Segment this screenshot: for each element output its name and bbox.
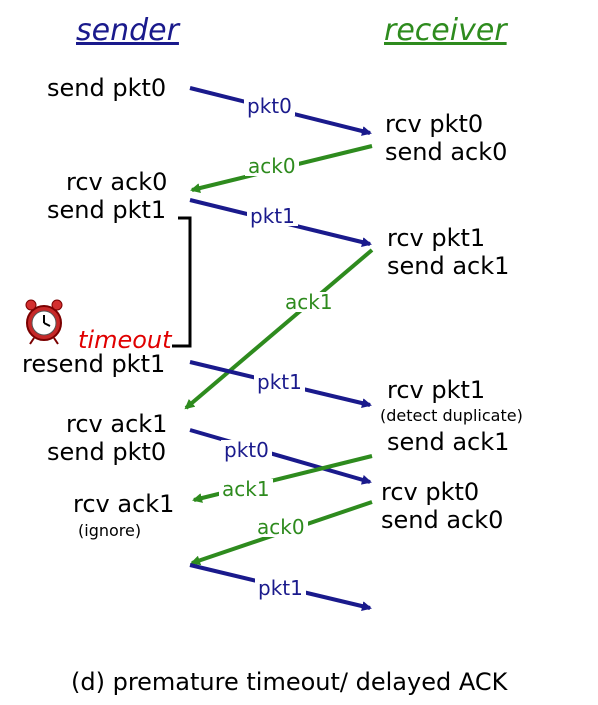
- receiver-rcv-pkt0: rcv pkt0: [385, 110, 484, 138]
- sender-rcv-ack0: rcv ack0: [66, 168, 168, 196]
- msg-label-pkt0: pkt0: [244, 96, 295, 116]
- sender-rcv-ack1: rcv ack1: [66, 410, 168, 438]
- sender-timeout: timeout: [78, 326, 172, 354]
- msg-label-ack0: ack0: [245, 156, 299, 176]
- receiver-send-ack0: send ack0: [385, 138, 508, 166]
- msg-label-ack1-2: ack1: [219, 479, 273, 499]
- receiver-rcv-pkt1: rcv pkt1: [387, 224, 486, 252]
- msg-label-pkt1-3: pkt1: [255, 578, 306, 598]
- receiver-send-ack0-2: send ack0: [381, 506, 504, 534]
- timeout-bracket: [172, 216, 192, 348]
- arrow-ack1-1: [184, 248, 374, 410]
- sender-ignore-note: (ignore): [78, 521, 142, 540]
- sender-send-pkt0: send pkt0: [47, 74, 167, 102]
- receiver-send-ack1: send ack1: [387, 252, 510, 280]
- receiver-rcv-pkt1-2: rcv pkt1: [387, 376, 486, 404]
- sender-send-pkt0-2: send pkt0: [47, 438, 167, 466]
- receiver-detect-duplicate: (detect duplicate): [380, 406, 523, 425]
- sender-rcv-ack1-2: rcv ack1: [73, 490, 175, 518]
- receiver-rcv-pkt0-2: rcv pkt0: [381, 478, 480, 506]
- msg-label-pkt1: pkt1: [247, 206, 298, 226]
- sender-resend-pkt1: resend pkt1: [22, 350, 166, 378]
- arrow-pkt0-2: [189, 428, 372, 485]
- alarm-clock-icon: [25, 299, 63, 345]
- sender-send-pkt1: send pkt1: [47, 196, 167, 224]
- msg-label-ack0-2: ack0: [254, 517, 308, 537]
- receiver-header: receiver: [384, 13, 507, 48]
- figure-caption: (d) premature timeout/ delayed ACK: [71, 668, 508, 696]
- msg-label-pkt0-2: pkt0: [221, 440, 272, 460]
- msg-label-pkt1-resend: pkt1: [254, 372, 305, 392]
- msg-label-ack1: ack1: [282, 292, 336, 312]
- sender-header: sender: [76, 13, 179, 48]
- receiver-send-ack1-2: send ack1: [387, 428, 510, 456]
